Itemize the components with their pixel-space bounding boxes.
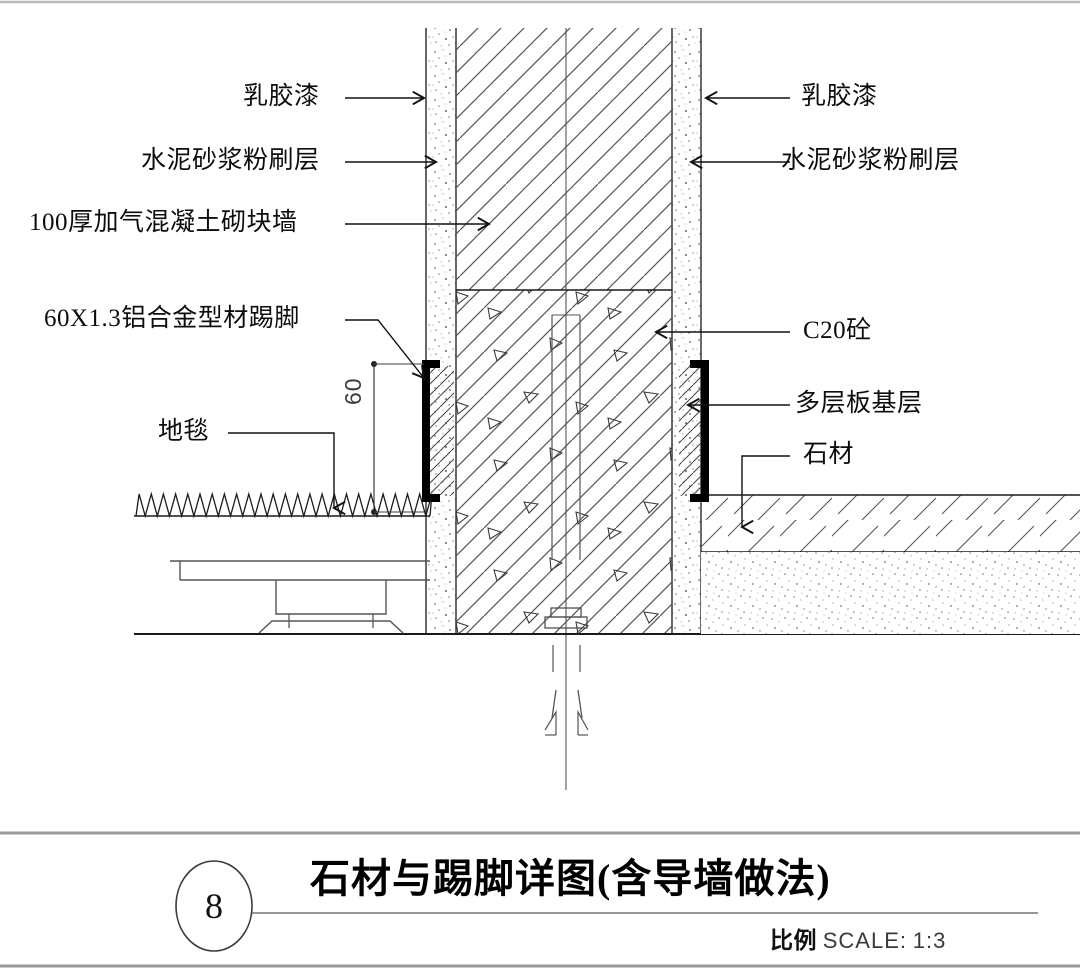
- label-cement-mortar-render-left: 水泥砂浆粉刷层: [141, 147, 320, 174]
- carpet-layer: [134, 491, 433, 519]
- scale-value: 1:3: [912, 928, 947, 953]
- leader-skirting-left: [345, 319, 426, 380]
- floor-pedestal: [258, 580, 404, 634]
- dimension-skirting-height: [371, 361, 424, 515]
- render-layer-right: [671, 28, 702, 634]
- stone-slab: [701, 494, 1080, 553]
- aerated-block-wall-core: [456, 28, 672, 290]
- label-carpet: 地毯: [158, 418, 210, 445]
- scale-note: 比例 SCALE: 1:3: [770, 921, 946, 955]
- label-stone-slab: 石材: [803, 441, 855, 468]
- render-layer-left: [425, 28, 457, 634]
- label-latex-paint-left: 乳胶漆: [243, 83, 320, 110]
- skirting-profile-right: [679, 360, 709, 502]
- detail-number-label: 8: [205, 886, 223, 926]
- label-plywood-substrate: 多层板基层: [795, 390, 923, 417]
- leader-stone: [740, 455, 790, 535]
- detail-number-circle: [175, 860, 253, 952]
- dimension-label-60: 60: [340, 377, 366, 405]
- c20-concrete-base: [456, 289, 672, 634]
- label-latex-paint-right: 乳胶漆: [801, 83, 878, 110]
- label-cement-mortar-render-right: 水泥砂浆粉刷层: [781, 147, 960, 174]
- raised-access-floor-panel: [170, 560, 430, 581]
- label-aerated-block-wall: 100厚加气混凝土砌块墙: [29, 209, 298, 236]
- label-aluminium-skirting: 60X1.3铝合金型材踢脚: [44, 305, 300, 332]
- skirting-profile-left: [422, 360, 454, 502]
- scale-label-cn: 比例: [770, 928, 817, 953]
- label-c20-concrete: C20砼: [803, 317, 872, 344]
- detail-title: 石材与踢脚详图(含导墙做法): [310, 856, 831, 901]
- expansion-anchor: [544, 607, 589, 736]
- mortar-bed: [701, 552, 1080, 634]
- scale-label-en: SCALE:: [822, 928, 908, 953]
- leader-carpet: [228, 432, 346, 516]
